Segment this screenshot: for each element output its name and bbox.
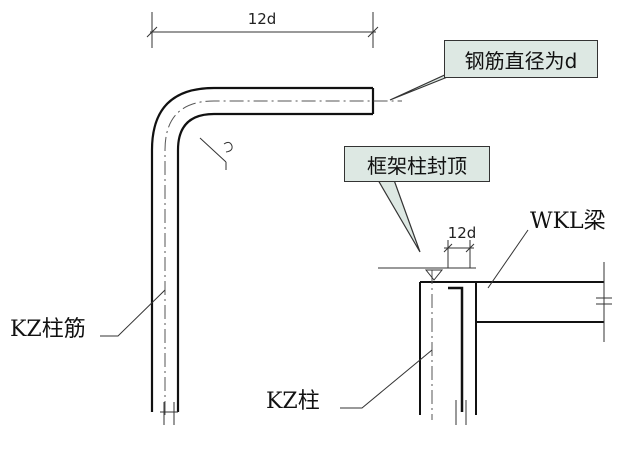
callout-diameter: 钢筋直径为d — [444, 40, 598, 78]
callout-cap: 框架柱封顶 — [344, 146, 490, 182]
callout-diameter-text: 钢筋直径为d — [464, 48, 578, 73]
callout-cap-text: 框架柱封顶 — [367, 153, 467, 178]
label-beam: WKL梁 — [530, 209, 606, 234]
column-rebar — [448, 286, 464, 412]
beam-outline — [476, 281, 604, 323]
rebar-break-mark — [160, 402, 178, 425]
small-dimension-label: 12d — [448, 224, 477, 242]
rebar-centerline — [164, 100, 402, 415]
column-break-mark — [455, 400, 467, 425]
column-top-marker — [424, 269, 444, 281]
callout-cap-pointer — [376, 179, 421, 253]
top-dimension-label: 12d — [248, 10, 277, 28]
leader-column — [340, 349, 433, 409]
small-dimension-line — [443, 240, 475, 268]
rebar-outer-edge — [150, 86, 373, 412]
column-outline — [419, 281, 477, 415]
rebar-inner-edge — [176, 112, 373, 412]
label-column-rebar: KZ柱筋 — [10, 317, 86, 342]
beam-break-mark — [596, 262, 612, 342]
leader-beam — [487, 229, 529, 289]
label-column: KZ柱 — [266, 389, 320, 414]
top-dimension-line — [146, 12, 379, 48]
leader-column-rebar — [100, 289, 166, 337]
bend-radius-mark — [199, 137, 233, 170]
